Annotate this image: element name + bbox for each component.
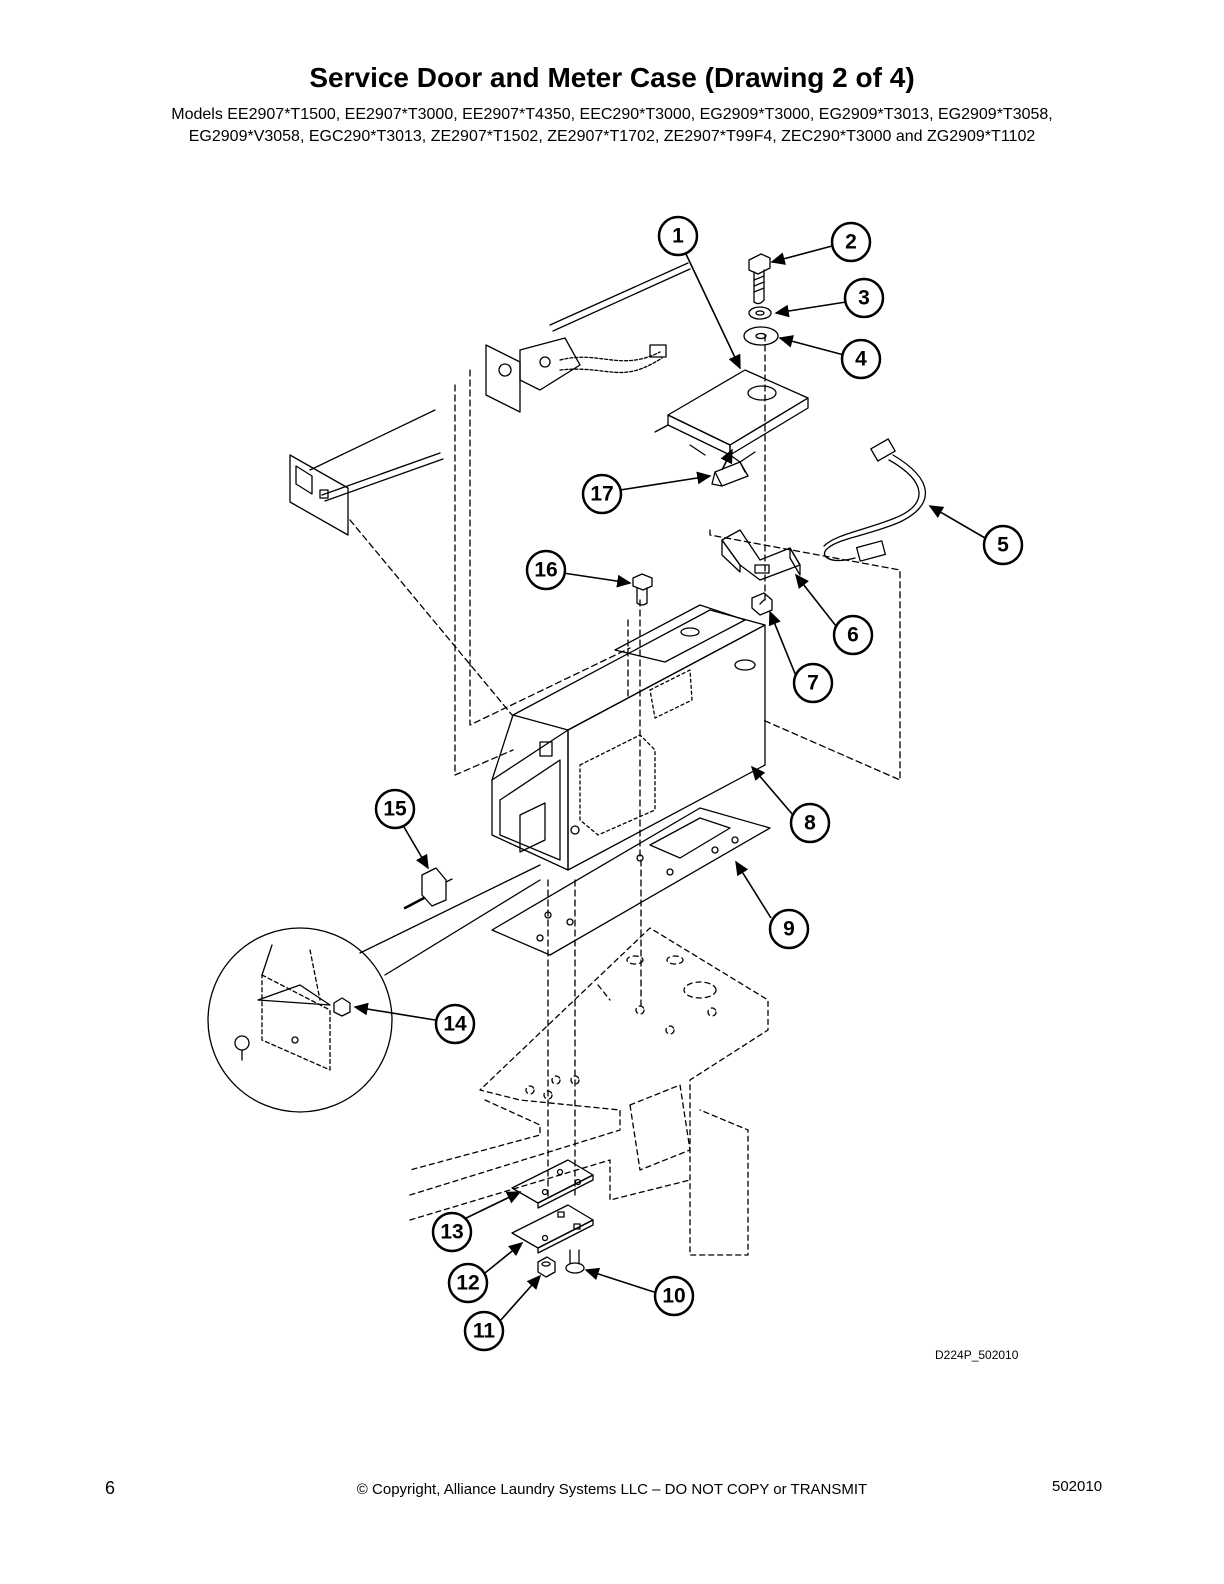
svg-text:17: 17 <box>590 483 613 506</box>
page-title: Service Door and Meter Case (Drawing 2 o… <box>309 62 915 93</box>
flat-washer <box>743 326 779 346</box>
hex-screw <box>632 573 653 606</box>
meter-case <box>491 604 766 871</box>
svg-text:3: 3 <box>858 287 870 310</box>
page-number: 6 <box>105 1478 116 1498</box>
svg-text:15: 15 <box>383 798 407 821</box>
gasket <box>491 807 771 956</box>
carriage-screw <box>565 1249 585 1274</box>
callout-15: 15 <box>374 788 416 830</box>
document-number: 502010 <box>1052 1478 1103 1495</box>
callout-3: 3 <box>843 277 885 319</box>
lock-bracket <box>721 529 801 581</box>
svg-text:6: 6 <box>847 624 859 647</box>
callout-11: 11 <box>463 1310 505 1352</box>
callout-10: 10 <box>653 1275 695 1317</box>
callout-9: 9 <box>768 908 810 950</box>
leader-lines <box>353 245 986 1322</box>
svg-text:9: 9 <box>783 918 795 941</box>
svg-text:11: 11 <box>473 1320 496 1343</box>
svg-text:8: 8 <box>804 812 816 835</box>
hex-nut <box>537 1256 556 1278</box>
cabinet-top <box>409 927 769 1256</box>
timer-assembly <box>485 337 667 413</box>
bolt <box>748 253 771 305</box>
callout-8: 8 <box>789 802 831 844</box>
svg-text:2: 2 <box>845 231 857 254</box>
callout-13: 13 <box>431 1211 473 1253</box>
spring-clip <box>711 461 749 487</box>
svg-text:10: 10 <box>662 1285 685 1308</box>
svg-text:14: 14 <box>443 1013 467 1036</box>
rocker-switch <box>403 867 453 910</box>
service-door-cover <box>654 369 809 463</box>
svg-text:12: 12 <box>456 1272 479 1295</box>
svg-text:13: 13 <box>440 1221 463 1244</box>
copyright-notice: © Copyright, Alliance Laundry Systems LL… <box>356 1481 868 1498</box>
svg-text:16: 16 <box>534 559 557 582</box>
callout-14: 14 <box>434 1003 476 1045</box>
callout-5: 5 <box>982 524 1024 566</box>
hidden-components <box>579 669 693 836</box>
callout-1: 1 <box>657 215 699 257</box>
drawing-id: D224P_502010 <box>935 1348 1019 1362</box>
lock-cam <box>751 592 773 616</box>
callout-4: 4 <box>840 338 882 380</box>
callout-12: 12 <box>447 1262 489 1304</box>
wire-harness <box>823 438 927 562</box>
assembly-guide-lines <box>349 334 901 1201</box>
detail-view <box>207 864 541 1113</box>
lockwasher <box>748 306 772 320</box>
callout-17: 17 <box>581 473 623 515</box>
mounting-bracket <box>289 454 349 536</box>
callout-7: 7 <box>792 662 834 704</box>
models-line-1: Models EE2907*T1500, EE2907*T3000, EE290… <box>171 106 1053 123</box>
svg-text:4: 4 <box>855 348 867 371</box>
svg-text:7: 7 <box>807 672 819 695</box>
svg-text:1: 1 <box>672 225 684 248</box>
callout-6: 6 <box>832 614 874 656</box>
models-list: Models EE2907*T1500, EE2907*T3000, EE290… <box>0 104 1224 148</box>
callout-2: 2 <box>830 221 872 263</box>
models-line-2: EG2909*V3058, EGC290*T3013, ZE2907*T1502… <box>188 128 1036 145</box>
callout-16: 16 <box>525 549 567 591</box>
backing-plate <box>511 1159 594 1209</box>
clamp-plate <box>511 1204 594 1254</box>
support-rod <box>309 262 691 502</box>
svg-text:5: 5 <box>997 534 1009 557</box>
